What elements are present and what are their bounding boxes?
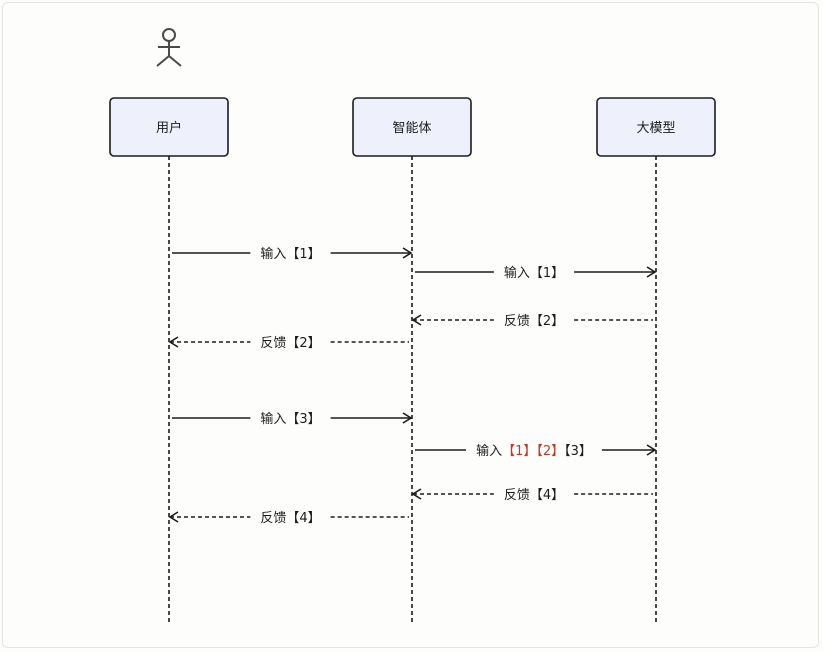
message-label: 反馈【4】 [504,488,564,503]
message-label: 输入【3】 [260,411,320,427]
arrowhead [646,444,657,456]
message-3: 反馈【2】 [411,314,653,329]
message-label-part: 反馈【2】 [504,314,564,329]
message-label-part: 输入【3】 [260,411,320,427]
participant-box-user [109,97,229,157]
message-label: 输入【1】 [504,265,564,281]
message-label: 输入【1】 [260,246,320,262]
person-icon [156,28,182,67]
message-label-part: 【3】 [564,444,592,459]
message-label: 反馈【2】 [260,336,320,351]
message-label-part: 输入【1】 [504,265,564,281]
arrowhead [411,488,422,500]
message-4: 反馈【2】 [168,336,409,351]
arrowhead [402,247,413,259]
message-label-part: 反馈【4】 [260,511,320,526]
message-8: 反馈【4】 [168,511,409,526]
participant-label-user: 用户 [156,120,182,136]
message-5: 输入【3】 [172,411,413,427]
participant-llm: 大模型 [596,97,716,624]
message-6: 输入【1】【2】【3】 [415,443,657,459]
message-2: 输入【1】 [415,265,657,281]
message-label-part: 输入【1】 [260,246,320,262]
message-label: 反馈【2】 [504,314,564,329]
message-label: 输入【1】【2】【3】 [476,443,592,459]
arrowhead [402,412,413,424]
message-label: 反馈【4】 [260,511,320,526]
participant-label-agent: 智能体 [392,121,431,136]
participant-box-agent [352,97,472,157]
arrowhead [411,314,422,326]
participant-agent: 智能体 [352,97,472,624]
message-label-part: 输入 [476,443,502,459]
message-7: 反馈【4】 [411,488,653,503]
participant-box-llm [596,97,716,157]
participant-label-llm: 大模型 [636,121,675,136]
arrowhead [168,336,179,348]
participant-user: 用户 [109,97,229,624]
message-label-part: 反馈【2】 [260,336,320,351]
message-label-part: 【1】【2】 [502,444,564,459]
message-1: 输入【1】 [172,246,413,262]
arrowhead [168,511,179,523]
arrowhead [646,266,657,278]
message-label-part: 反馈【4】 [504,488,564,503]
